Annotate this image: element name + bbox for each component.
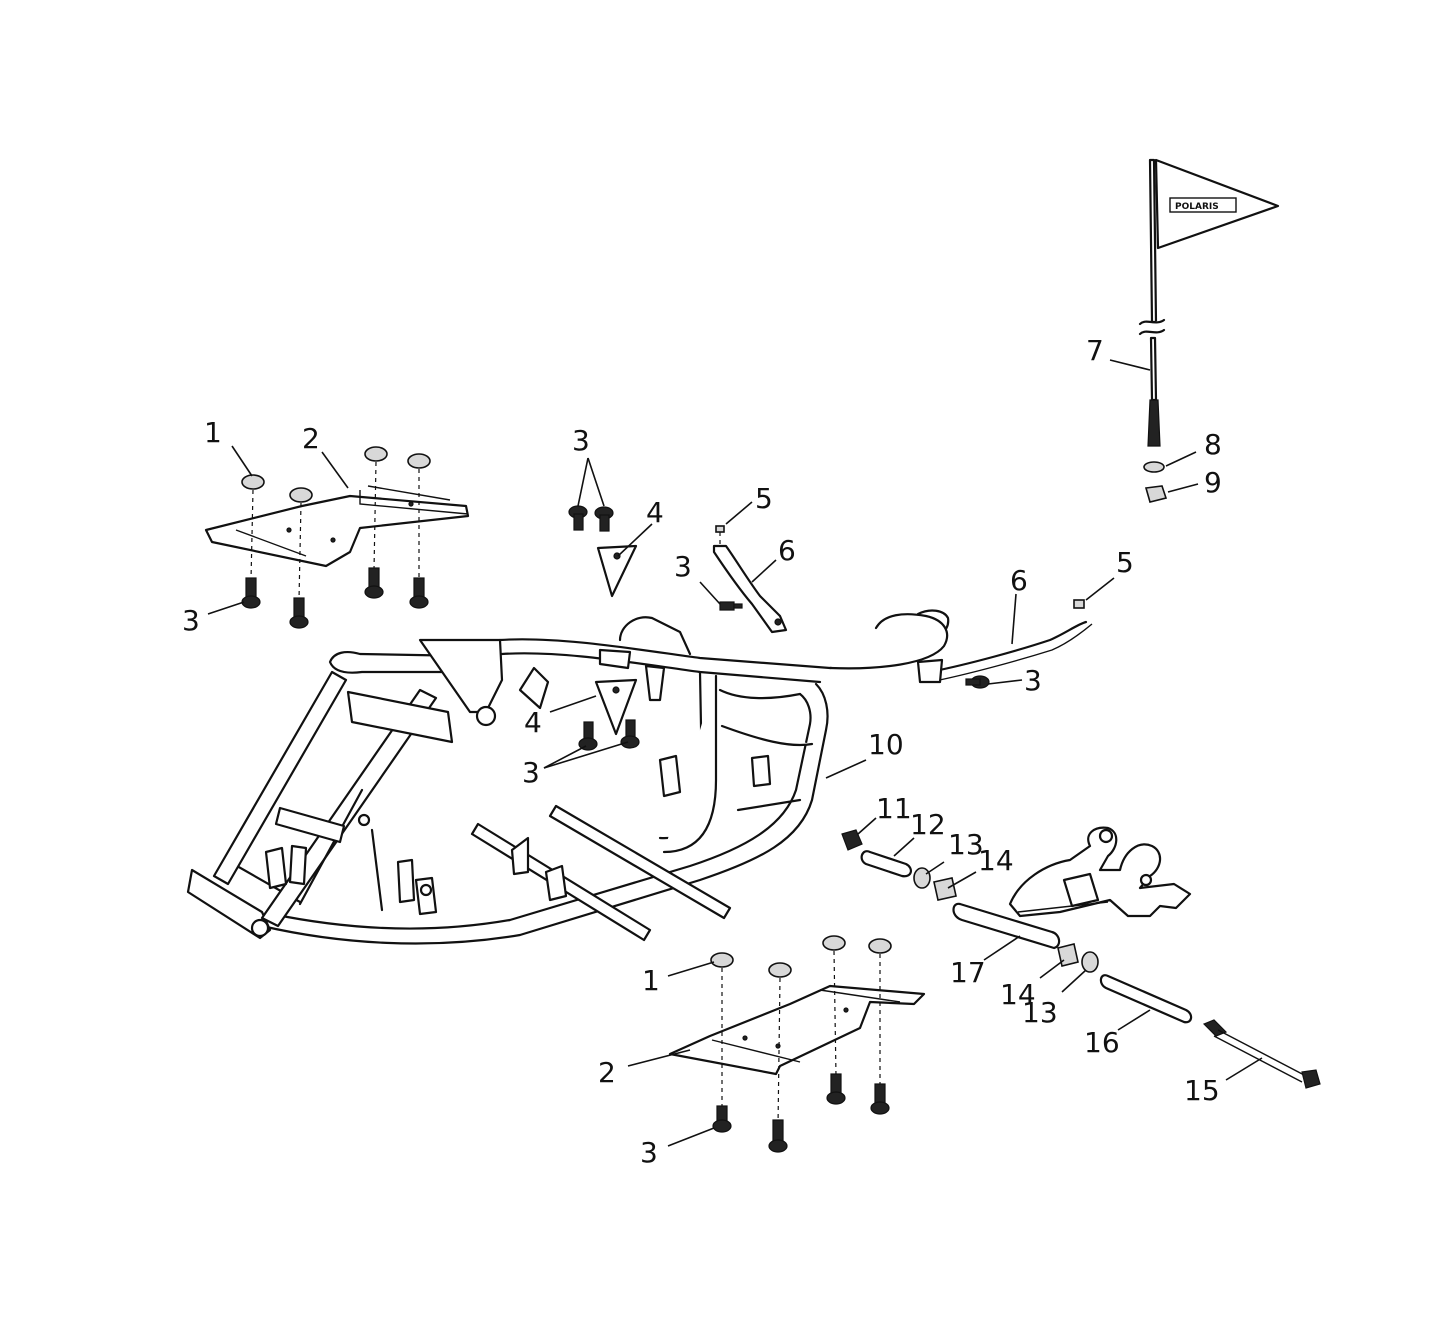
callout-6-upper: 6 — [778, 534, 796, 567]
callout-10: 10 — [868, 728, 904, 761]
callout-3-bracket: 3 — [674, 550, 692, 583]
callout-2-upper: 2 — [302, 422, 320, 455]
callout-3-gusset-lower: 3 — [522, 756, 540, 789]
callout-2-lower: 2 — [598, 1056, 616, 1089]
callout-3-lower: 3 — [640, 1136, 658, 1169]
callout-16: 16 — [1084, 1026, 1120, 1059]
flag-bracket-upper — [712, 525, 788, 634]
callout-1-lower: 1 — [642, 964, 660, 997]
callout-1-upper: 1 — [204, 416, 222, 449]
callout-3-upper-left: 3 — [182, 604, 200, 637]
callout-4-lower: 4 — [524, 706, 542, 739]
callout-8: 8 — [1204, 428, 1222, 461]
gusset-plate-lower — [594, 678, 638, 736]
callout-6-rear: 6 — [1010, 564, 1028, 597]
callout-5-rear: 5 — [1116, 546, 1134, 579]
flag-nut — [1144, 485, 1168, 503]
callout-14-rear: 14 — [1000, 978, 1036, 1011]
flag-washer — [1143, 461, 1165, 473]
pivot-nut — [841, 829, 863, 851]
callout-12: 12 — [910, 808, 946, 841]
gusset-plate-upper — [596, 544, 638, 598]
callout-labels: 1 2 3 3 4 5 6 3 6 5 3 7 8 9 4 3 10 11 12… — [182, 334, 1222, 1169]
swing-arm — [1008, 826, 1192, 918]
callout-9: 9 — [1204, 466, 1222, 499]
pivot-sleeve-long — [1099, 974, 1193, 1024]
main-frame — [186, 609, 950, 945]
flag-bracket-rear — [916, 599, 1093, 689]
pivot-bushing-front — [933, 877, 957, 901]
callout-3-gusset-upper: 3 — [572, 424, 590, 457]
callout-4-upper: 4 — [646, 496, 664, 529]
skid-plate-upper-fasteners — [241, 446, 431, 629]
callout-17: 17 — [950, 956, 986, 989]
leader-lines — [207, 359, 1263, 1147]
swing-arm-pivot-tube — [952, 902, 1061, 950]
skid-plate-lower-fasteners — [710, 935, 892, 1153]
skid-plate-upper — [204, 485, 470, 568]
callout-14-front: 14 — [978, 844, 1014, 877]
callout-3-rear: 3 — [1024, 664, 1042, 697]
callout-7: 7 — [1086, 334, 1104, 367]
flag-brand-label: POLARIS — [1175, 202, 1219, 212]
callout-11: 11 — [876, 792, 912, 825]
callout-5-upper: 5 — [755, 482, 773, 515]
callout-15: 15 — [1184, 1074, 1220, 1107]
pivot-washer-rear — [1081, 951, 1099, 973]
flag-pole — [1138, 158, 1166, 447]
gusset-bolts-lower — [578, 719, 640, 751]
pivot-washer-front — [913, 867, 931, 889]
pivot-bushing-sleeve — [860, 850, 912, 878]
gusset-bolts-upper — [568, 505, 614, 532]
callout-13-front: 13 — [948, 828, 984, 861]
callout-13-rear: 13 — [1022, 996, 1058, 1029]
pivot-bolt — [1202, 1019, 1321, 1089]
safety-flag: POLARIS — [1154, 158, 1280, 250]
skid-plate-lower — [668, 984, 926, 1076]
